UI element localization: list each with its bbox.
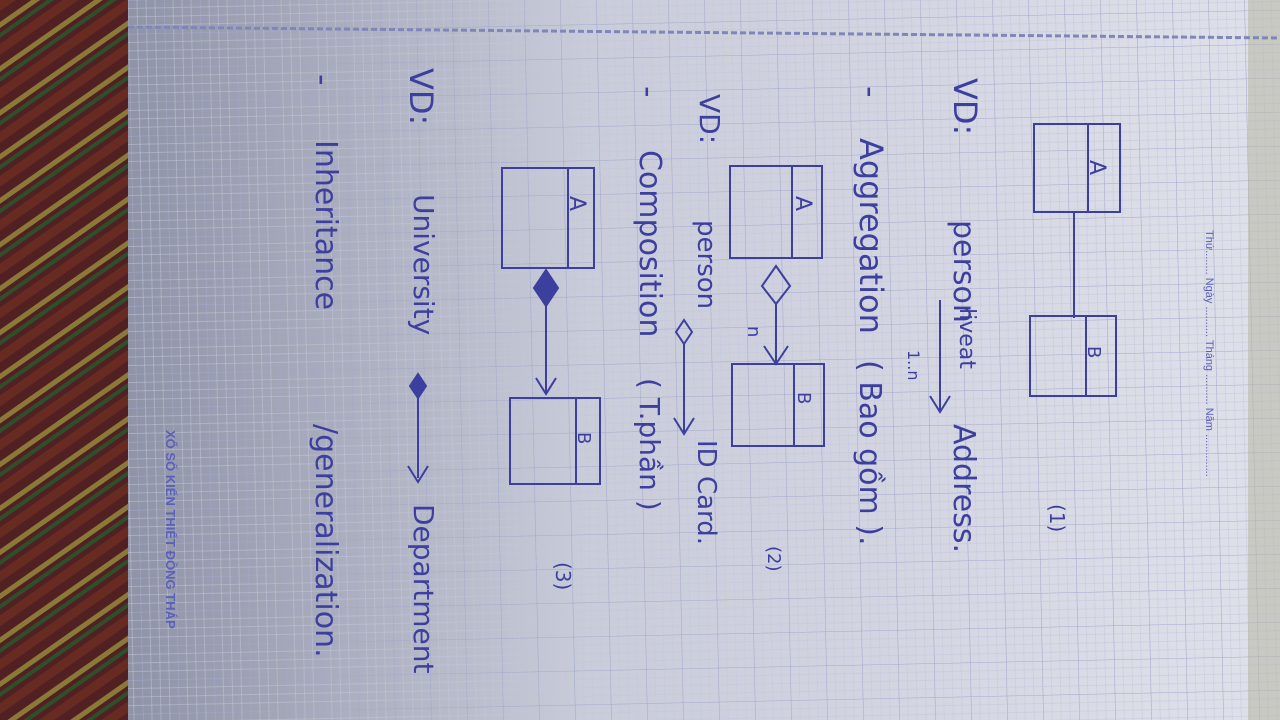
vd3-arrowhead xyxy=(407,465,429,484)
vd3-prefix: VD: xyxy=(402,68,440,125)
composition-dash: - xyxy=(630,86,668,98)
diagram3-box-b xyxy=(509,397,601,485)
vd3-subject: University xyxy=(407,194,440,335)
diagram3-number: (3) xyxy=(551,562,575,590)
vd1-arrowhead xyxy=(929,395,951,414)
inheritance-term: Inheritance xyxy=(308,140,343,310)
composition-arrowhead xyxy=(535,377,557,396)
diagram2-label-b: B xyxy=(793,392,814,404)
aggregation-meaning: ( Bao gồm ). xyxy=(852,360,887,546)
diagram1-label-b: B xyxy=(1083,346,1104,358)
aggregation-multiplicity: n xyxy=(743,326,764,337)
diagram3-label-a: A xyxy=(564,196,589,211)
vd1-relation: liveat xyxy=(954,308,979,369)
vd1-prefix: VD: xyxy=(946,78,984,135)
vd1-multiplicity: 1..n xyxy=(904,350,923,381)
composition-term: Composition xyxy=(632,150,667,337)
vd2-prefix: VD: xyxy=(693,94,726,144)
vd1-object: Address. xyxy=(946,424,981,553)
inheritance-dash: - xyxy=(304,74,342,86)
diagram1-box-b xyxy=(1029,315,1117,397)
woven-mat xyxy=(0,0,140,720)
grid-lines xyxy=(128,0,1280,720)
vd2-object: ID Card. xyxy=(691,440,721,545)
diagram2-label-a: A xyxy=(790,196,815,211)
aggregation-term: Aggregation xyxy=(852,138,890,334)
diagram2-box-b xyxy=(731,363,825,447)
diagram1-label-a: A xyxy=(1084,160,1109,175)
aggregation-dash: - xyxy=(852,86,890,98)
diagram3-label-b: B xyxy=(573,432,594,444)
diagram1-number: (1) xyxy=(1045,504,1069,532)
diagram2-number: (2) xyxy=(763,546,784,572)
vd3-object: Department xyxy=(407,504,440,673)
composition-meaning: ( T.phần ) xyxy=(633,378,666,511)
diagram2-box-a xyxy=(729,165,823,259)
diagram3-box-a xyxy=(501,167,595,269)
vd1-subject: person xyxy=(946,220,981,323)
inheritance-meaning: /generalization. xyxy=(308,424,343,658)
diagram1-box-a xyxy=(1033,123,1121,213)
page-header-date-line: Thứ........ Ngày .......... Tháng ......… xyxy=(1203,230,1215,477)
vd2-subject: person xyxy=(691,220,721,309)
publisher-footer: XỔ SỐ KIẾN THIẾT ĐỒNG THÁP xyxy=(163,430,178,629)
vd2-arrowhead xyxy=(673,417,695,436)
notebook-page: Thứ........ Ngày .......... Tháng ......… xyxy=(128,0,1280,720)
